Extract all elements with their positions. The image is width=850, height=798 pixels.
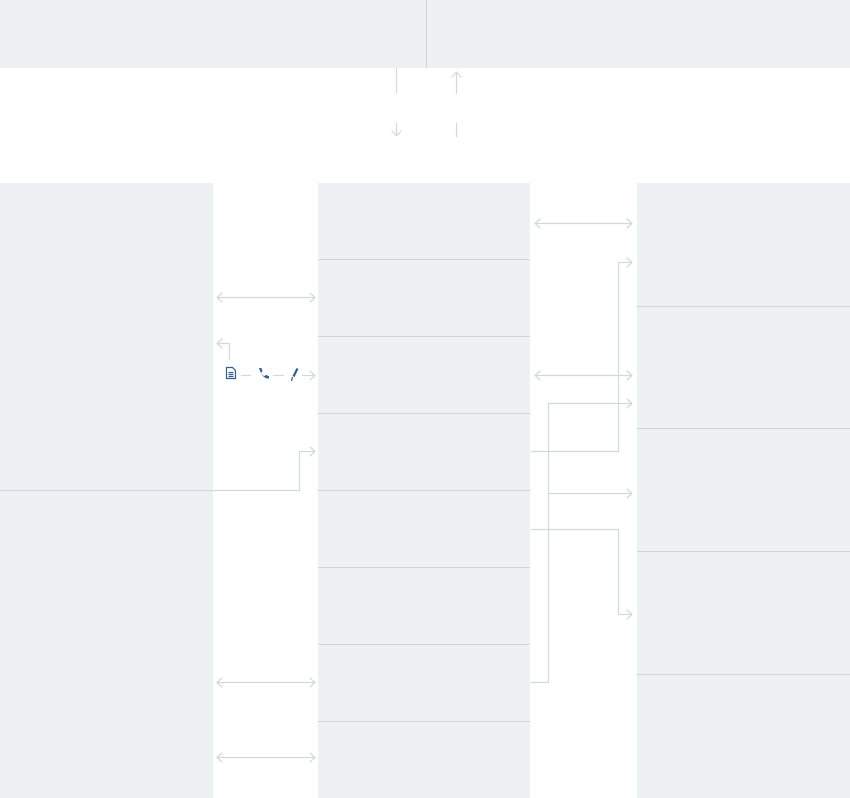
flow-node-connector: [216, 338, 316, 381]
center-cell-2: [318, 260, 530, 337]
left-to-center-connector: [0, 446, 316, 492]
center-column-panel: [318, 183, 530, 798]
center-bracket-connector: [531, 398, 633, 684]
center-to-right-connector-1: [531, 257, 633, 453]
right-cell-1: [637, 183, 850, 307]
right-column-panel: [637, 183, 850, 798]
document-icon: [225, 366, 237, 380]
pen-icon: [290, 368, 299, 382]
left-center-arrow-3: [216, 752, 316, 763]
down-arrow: [391, 68, 402, 137]
center-cell-5: [318, 491, 530, 568]
center-to-right-connector-2: [531, 528, 633, 620]
right-cell-2: [637, 307, 850, 429]
center-cell-1: [318, 183, 530, 260]
top-banner-divider: [426, 0, 427, 68]
center-cell-6: [318, 568, 530, 645]
center-cell-4: [318, 414, 530, 491]
left-center-arrow-1: [216, 292, 316, 303]
top-banner: [0, 0, 850, 68]
center-cell-7: [318, 645, 530, 722]
phone-icon: [259, 368, 269, 379]
up-arrow: [451, 71, 462, 137]
center-right-arrow-1: [534, 218, 633, 229]
center-cell-3: [318, 337, 530, 414]
left-center-arrow-2: [216, 677, 316, 688]
center-right-arrow-2: [534, 370, 633, 381]
right-cell-4: [637, 552, 850, 675]
right-cell-3: [637, 429, 850, 552]
